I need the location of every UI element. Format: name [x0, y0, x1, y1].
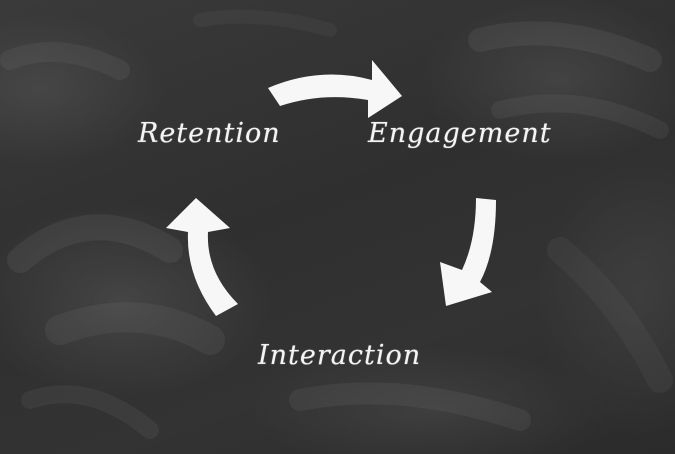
label-engagement: Engagement — [368, 118, 552, 149]
label-interaction: Interaction — [258, 340, 422, 371]
label-retention: Retention — [138, 118, 281, 149]
